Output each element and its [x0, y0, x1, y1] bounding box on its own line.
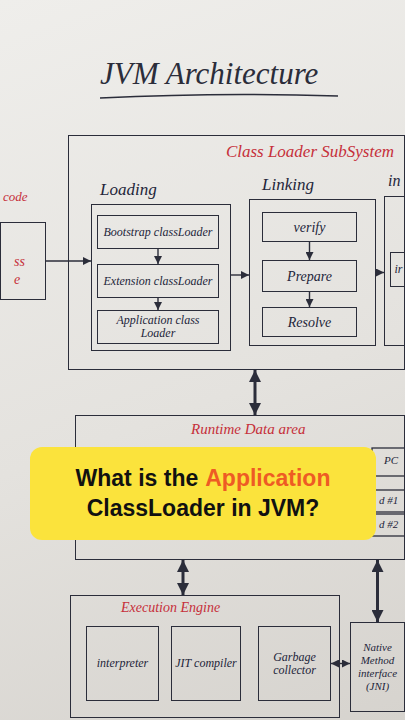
double-arrow: [182, 560, 185, 595]
caption-text: ClassLoader in JVM?: [30, 493, 376, 523]
process-box: Application class Loader: [97, 310, 219, 344]
phase-box: LinkingverifyPrepareResolve: [249, 199, 376, 346]
process-box: Extension classLoader: [97, 264, 219, 298]
box-label: Resolve: [288, 316, 332, 329]
engine-box: Execution Engine interpreter JIT compiler G…: [70, 595, 340, 718]
caption-text: What is the: [76, 465, 199, 491]
box-label: Prepare: [287, 270, 332, 283]
process-box: Prepare: [262, 260, 357, 292]
area-label: PC: [384, 454, 398, 466]
section-heading: Class Loader SubSystem: [69, 142, 394, 162]
flow-arrow: [157, 298, 158, 310]
thread-box: [372, 514, 405, 536]
box-label: Extension classLoader: [104, 275, 213, 288]
box-label: JIT compiler: [175, 657, 236, 670]
box-label: ir: [394, 263, 402, 276]
box-label: verify: [294, 221, 326, 234]
process-box: Bootstrap classLoader: [97, 215, 219, 249]
title-underline: [100, 94, 338, 98]
caption-banner: What is theApplicationClassLoader in JVM…: [30, 447, 376, 540]
section-heading: Runtime Data area: [191, 421, 404, 438]
process-box: verify: [262, 212, 357, 242]
section-heading: ss e: [14, 253, 32, 289]
process-box: JIT compiler: [171, 626, 241, 701]
section-heading: Execution Engine: [121, 600, 339, 616]
flow-arrow: [331, 663, 350, 664]
flow-arrow: [309, 292, 310, 307]
area-label: d #1: [379, 494, 398, 506]
process-box: Resolve: [262, 307, 357, 337]
caption-text: Application: [205, 465, 330, 491]
double-arrow: [254, 370, 257, 415]
phase-box: LoadingBootstrap classLoaderExtension cl…: [91, 204, 231, 351]
pc-register-box: [372, 448, 405, 476]
flow-arrow: [231, 274, 249, 275]
double-arrow: [376, 560, 379, 622]
subsystem-box: Class Loader SubSystemLoadingBootstrap c…: [68, 135, 405, 370]
class-file-box: codess e: [0, 222, 46, 300]
flow-arrow: [157, 249, 158, 264]
section-heading: Loading: [100, 180, 238, 200]
interface-box: Native Method interface (JNI): [350, 622, 405, 712]
phase-box: inir: [384, 196, 405, 346]
flow-arrow: [376, 272, 384, 273]
section-heading: in: [388, 172, 405, 190]
section-heading: Linking: [262, 175, 387, 195]
thread-box: [372, 490, 405, 512]
box-label: Bootstrap classLoader: [103, 226, 212, 239]
box-label: Garbage collector: [262, 651, 327, 677]
box-label: Native Method interface (JNI): [354, 641, 401, 693]
section-heading: code: [3, 189, 47, 205]
area-label: d #2: [379, 518, 398, 530]
process-box: ir: [390, 252, 405, 287]
process-box: interpreter: [86, 626, 159, 701]
diagram-title: JVM Architecture: [100, 56, 318, 92]
process-box: Garbage collector: [258, 626, 331, 701]
box-label: Application class Loader: [101, 314, 215, 340]
box-label: interpreter: [97, 657, 149, 670]
flow-arrow: [309, 242, 310, 260]
